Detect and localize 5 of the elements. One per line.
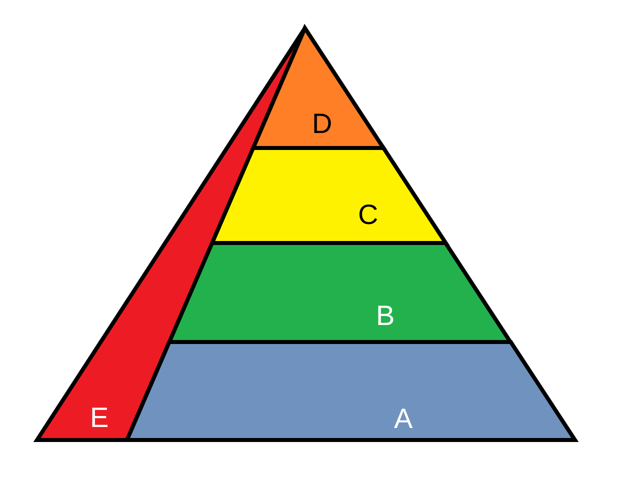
tier-label: E — [90, 404, 109, 432]
tier-label: A — [394, 405, 413, 433]
tier-label: B — [376, 302, 395, 330]
tier-label: C — [358, 201, 378, 229]
tier-label: D — [312, 110, 332, 138]
